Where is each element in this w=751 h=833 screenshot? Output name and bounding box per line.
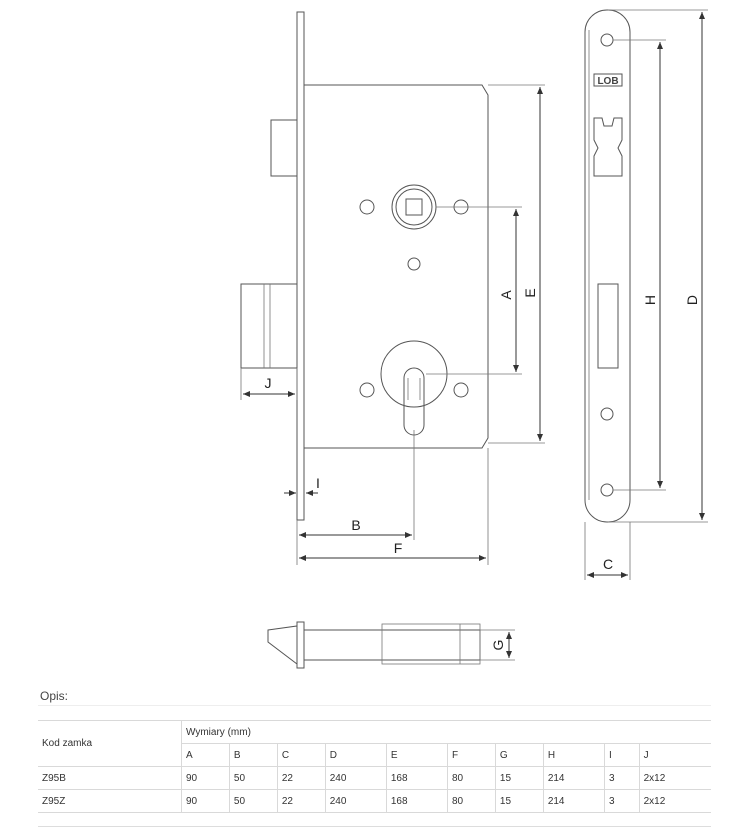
screw-hole (600, 33, 614, 47)
column-header: G (495, 743, 544, 767)
cell: 214 (543, 766, 605, 790)
cell: 15 (495, 766, 544, 790)
latch-top-view (267, 621, 481, 669)
dimension-c: C (584, 522, 631, 580)
column-header: A (181, 743, 230, 767)
cell: 50 (229, 789, 278, 813)
column-header-row: A B C D E F G H I J (38, 743, 711, 767)
screw-hole (359, 199, 375, 215)
cell: 15 (495, 789, 544, 813)
cell: 80 (447, 766, 496, 790)
row-code: Z95B (38, 766, 182, 790)
dimension-a: A (426, 206, 522, 375)
column-header: D (325, 743, 387, 767)
cylinder-keyhole (403, 367, 425, 436)
cell: 50 (229, 766, 278, 790)
description-label: Opis: (40, 689, 69, 703)
table-row: Z95B 90 50 22 240 168 80 15 214 3 2x12 (38, 766, 711, 790)
dim-label-h: H (642, 295, 658, 305)
cell: 80 (447, 789, 496, 813)
bolt-slot (597, 283, 619, 369)
divider (38, 705, 711, 706)
spec-table: Kod zamka Wymiary (mm) A B C D E F G H I… (38, 720, 711, 813)
cell: 240 (325, 766, 387, 790)
column-header: B (229, 743, 278, 767)
faceplate-view: LOB (584, 9, 631, 523)
lock-front-view (240, 11, 489, 521)
dimension-e: E (488, 84, 545, 444)
dim-label-a: A (498, 290, 514, 300)
dim-label-d: D (684, 295, 700, 305)
faceplate-strip (296, 11, 305, 521)
column-header: I (604, 743, 640, 767)
column-header: F (447, 743, 496, 767)
dim-label-b: B (351, 517, 360, 533)
cell: 240 (325, 789, 387, 813)
table-row: Z95Z 90 50 22 240 168 80 15 214 3 2x12 (38, 789, 711, 813)
brand-logo-text: LOB (597, 76, 618, 87)
lock-case (304, 84, 489, 449)
dimension-b: B (296, 430, 415, 565)
column-header: C (277, 743, 326, 767)
latch-bolt (270, 119, 298, 177)
cell: 22 (277, 766, 326, 790)
dimension-j: J (240, 368, 298, 400)
dim-label-e: E (522, 288, 538, 297)
column-header: J (639, 743, 711, 767)
follower-spindle-hole (405, 198, 423, 216)
column-header: E (386, 743, 449, 767)
lock-technical-drawing: A E J I B F LOB (240, 9, 708, 669)
dimension-f: F (299, 448, 489, 565)
dim-label-c: C (603, 556, 613, 572)
cell: 3 (604, 766, 640, 790)
cell: 2x12 (639, 766, 711, 790)
cell: 22 (277, 789, 326, 813)
brand-logo (593, 73, 623, 87)
faceplate (584, 9, 631, 523)
cell: 168 (386, 766, 449, 790)
cell: 3 (604, 789, 640, 813)
dimension-h: H (613, 39, 666, 491)
dim-label-g: G (490, 640, 506, 651)
cell: 214 (543, 789, 605, 813)
deadbolt (240, 283, 298, 369)
cell: 168 (386, 789, 449, 813)
dimension-g: G (480, 629, 515, 661)
latch-opening (593, 117, 623, 177)
row-code: Z95Z (38, 789, 182, 813)
screw-hole (600, 483, 614, 497)
dimension-i: I (284, 475, 320, 496)
cell: 90 (181, 766, 230, 790)
dim-label-i: I (316, 475, 320, 491)
dimensions-header: Wymiary (mm) (181, 720, 711, 744)
column-header: H (543, 743, 605, 767)
follower-outer-ring (391, 184, 437, 230)
latch-head (267, 625, 298, 666)
dim-label-j: J (265, 375, 272, 391)
latch-body (303, 629, 481, 661)
screw-hole (359, 382, 375, 398)
cell: 2x12 (639, 789, 711, 813)
dim-label-f: F (394, 540, 403, 556)
screw-hole (453, 382, 469, 398)
cell: 90 (181, 789, 230, 813)
code-header: Kod zamka (38, 720, 182, 767)
dimension-d: D (608, 9, 708, 523)
screw-hole (600, 407, 614, 421)
divider (38, 826, 711, 827)
screw-hole (407, 257, 421, 271)
